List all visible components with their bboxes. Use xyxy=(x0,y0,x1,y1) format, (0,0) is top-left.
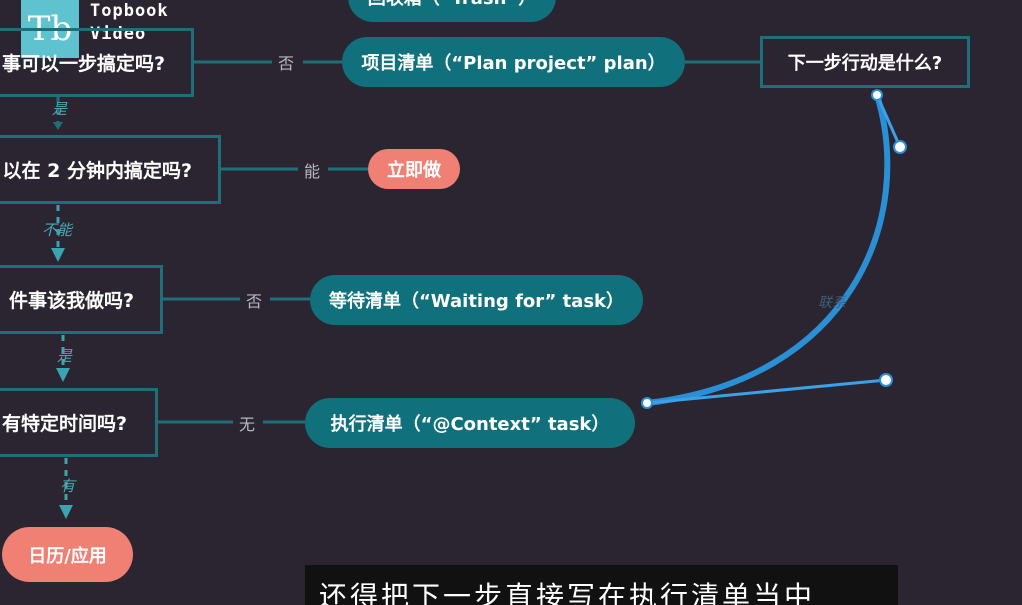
edge-label-cannot: 不能 xyxy=(42,221,73,239)
node-question-one-step[interactable]: 事可以一步搞定吗? xyxy=(0,28,194,97)
node-next-action[interactable]: 下一步行动是什么? xyxy=(760,36,970,88)
node-context-list[interactable]: 执行清单（“@Context” task） xyxy=(305,398,635,448)
node-question-time[interactable]: 有特定时间吗? xyxy=(0,388,158,457)
node-question-two-min[interactable]: 以在 2 分钟内搞定吗? xyxy=(0,135,221,204)
node-plan-project[interactable]: 项目清单（“Plan project” plan） xyxy=(342,37,685,87)
edge-label-can: 能 xyxy=(300,158,325,182)
edge-label-no-1: 否 xyxy=(274,50,299,74)
node-waiting-list[interactable]: 等待清单（“Waiting for” task） xyxy=(310,275,643,325)
video-subtitle: 还得把下一步直接写在执行清单当中 xyxy=(305,565,898,605)
node-question-should-i[interactable]: 件事该我做吗? xyxy=(0,265,163,334)
edge-label-has: 有 xyxy=(60,477,76,495)
brand-line1: Topbook xyxy=(90,1,169,21)
node-do-now[interactable]: 立即做 xyxy=(368,149,460,189)
node-calendar[interactable]: 日历/应用 xyxy=(2,527,133,582)
edge-label-no-2: 否 xyxy=(242,288,267,312)
edge-label-yes-1: 是 xyxy=(52,100,68,118)
edge-label-curve: 联系 xyxy=(818,295,846,311)
node-trash[interactable]: 回收箱（“Trash”） xyxy=(348,0,556,22)
edge-label-none: 无 xyxy=(235,411,260,435)
edge-label-yes-2: 是 xyxy=(57,347,73,365)
